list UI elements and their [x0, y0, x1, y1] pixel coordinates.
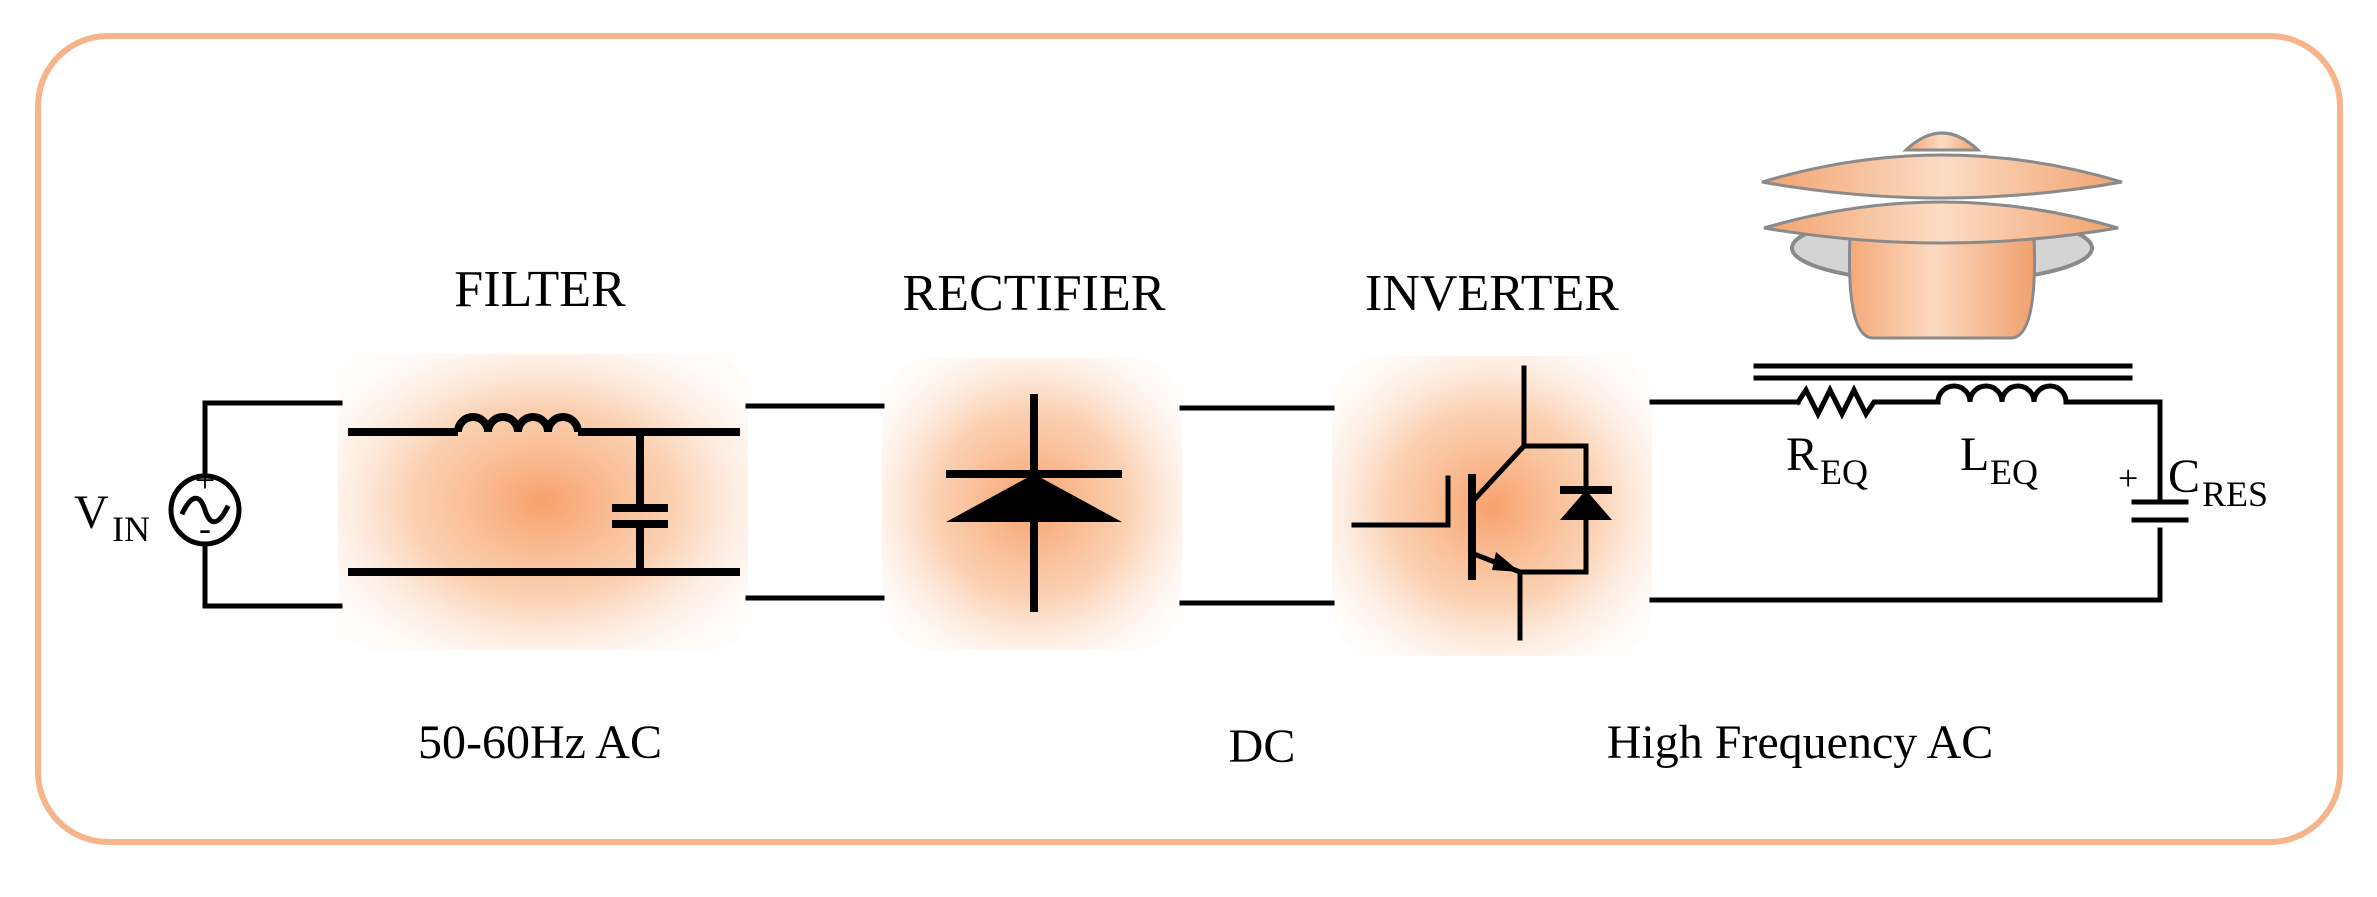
source-label-sub: IN: [112, 509, 150, 549]
load-network: R EQ L EQ + C RES: [1786, 383, 2268, 523]
r-label: R: [1786, 428, 1818, 481]
outer-frame: [35, 33, 2343, 845]
source-label: V: [74, 486, 109, 539]
c-plus: +: [2118, 458, 2138, 498]
inverter-glow: [1332, 356, 1652, 656]
filter-label: FILTER: [454, 261, 626, 318]
wire-inverter-load-bottom: [1649, 527, 2163, 603]
rectifier-diode: [946, 394, 1122, 612]
l-label-sub: EQ: [1990, 452, 2038, 492]
c-label-sub: RES: [2202, 474, 2268, 514]
inverter-label: INVERTER: [1365, 265, 1619, 322]
ac-source: + - V IN: [74, 400, 343, 609]
filter-glow: [338, 354, 748, 650]
source-minus: -: [199, 508, 211, 548]
filter-circuit: [348, 413, 740, 576]
r-label-sub: EQ: [1820, 452, 1868, 492]
signal-ac-out: High Frequency AC: [1607, 716, 1994, 769]
l-label: L: [1960, 428, 1989, 481]
source-plus: +: [195, 460, 215, 500]
c-label: C: [2168, 450, 2200, 503]
signal-dc: DC: [1229, 720, 1296, 773]
rectifier-label: RECTIFIER: [903, 265, 1166, 322]
inverter-igbt: [1351, 365, 1612, 641]
pot-illustration: [1761, 131, 2123, 340]
signal-ac-in: 50-60Hz AC: [418, 716, 662, 769]
